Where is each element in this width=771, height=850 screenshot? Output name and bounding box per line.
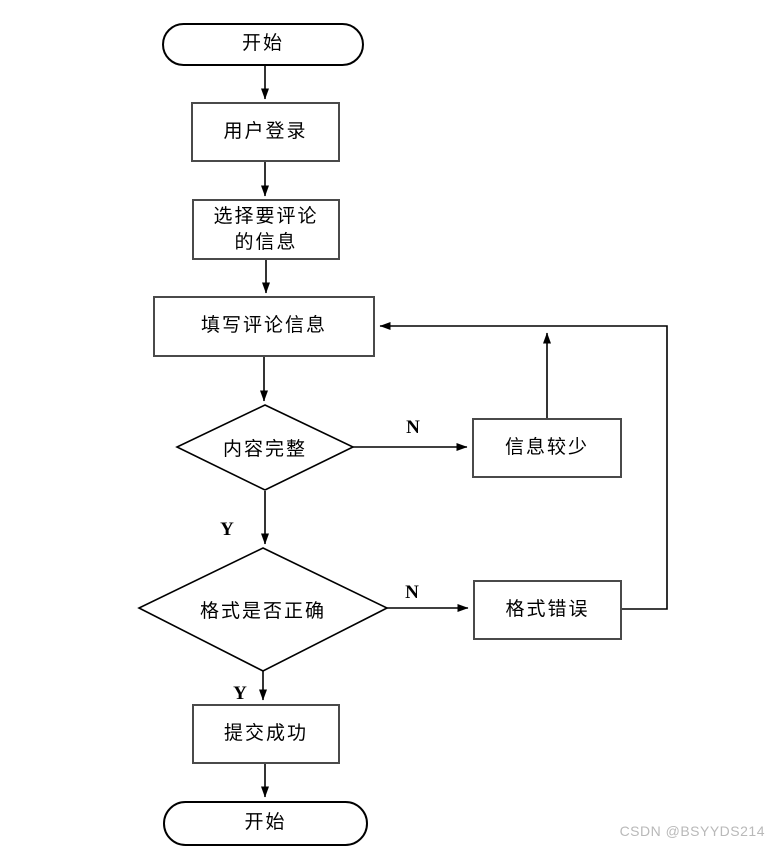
info-less-process: 信息较少 [472,418,622,478]
format-error-process: 格式错误 [473,580,622,640]
decision-content-label: 内容完整 [222,438,307,460]
decision-format-shape [137,547,389,672]
decision-content-shape [175,404,355,491]
end-label: 开始 [244,812,287,834]
branch-y-format: Y [233,683,247,704]
select-process: 选择要评论 的信息 [192,199,340,260]
decision-format-label: 格式是否正确 [199,600,326,622]
submit-label: 提交成功 [223,722,308,744]
submit-process: 提交成功 [192,704,340,764]
fill-label: 填写评论信息 [200,315,327,337]
fill-process: 填写评论信息 [153,296,375,357]
login-process: 用户登录 [191,102,340,162]
login-label: 用户登录 [223,120,308,142]
format-error-label: 格式错误 [505,598,590,620]
branch-n-content: N [406,417,420,438]
branch-n-format: N [405,582,419,603]
edge-formaterror-fill [379,322,668,610]
select-label-line2: 的信息 [234,231,298,253]
select-label-line1: 选择要评论 [213,205,319,227]
end-terminator: 开始 [163,801,368,846]
branch-y-content: Y [220,519,234,540]
info-less-label: 信息较少 [504,436,589,458]
start-terminator: 开始 [162,23,364,66]
csdn-watermark: CSDN @BSYYDS214 [619,823,765,839]
start-label: 开始 [241,33,284,55]
